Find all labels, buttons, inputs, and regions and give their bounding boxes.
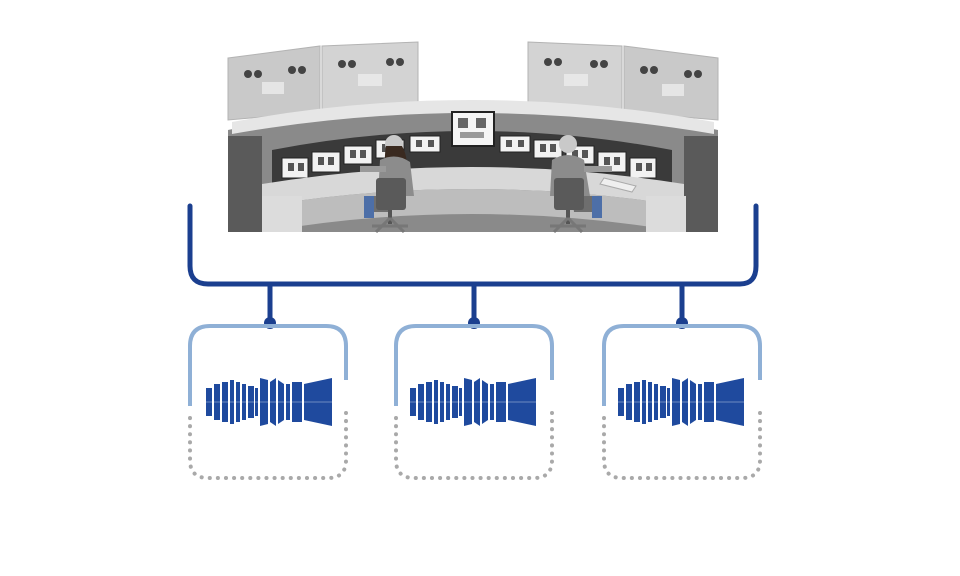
unit-bracket-top	[394, 324, 554, 406]
unit-bracket-dotted	[394, 410, 554, 480]
unit-bracket-dotted	[188, 410, 348, 480]
operator-left	[360, 135, 414, 234]
control-room-illustration	[227, 41, 719, 234]
central-display	[451, 111, 495, 147]
unit-3	[602, 324, 762, 480]
unit-2	[394, 324, 554, 480]
wall-panel-left-1	[227, 45, 321, 121]
bus-drop-lines	[267, 284, 685, 322]
console-wall-light-band	[232, 100, 714, 134]
gas-turbine-icon	[205, 377, 333, 427]
unit-bracket-top	[602, 324, 762, 406]
gas-turbine-icon	[617, 377, 745, 427]
wall-panel-right-2	[623, 45, 719, 121]
wall-panel-left-2	[321, 41, 419, 113]
operator-right	[550, 135, 637, 234]
unit-1	[188, 324, 348, 480]
wall-panel-right-1	[527, 41, 623, 113]
unit-bracket-dotted	[602, 410, 762, 480]
unit-bracket-top	[188, 324, 348, 406]
gas-turbine-icon	[409, 377, 537, 427]
